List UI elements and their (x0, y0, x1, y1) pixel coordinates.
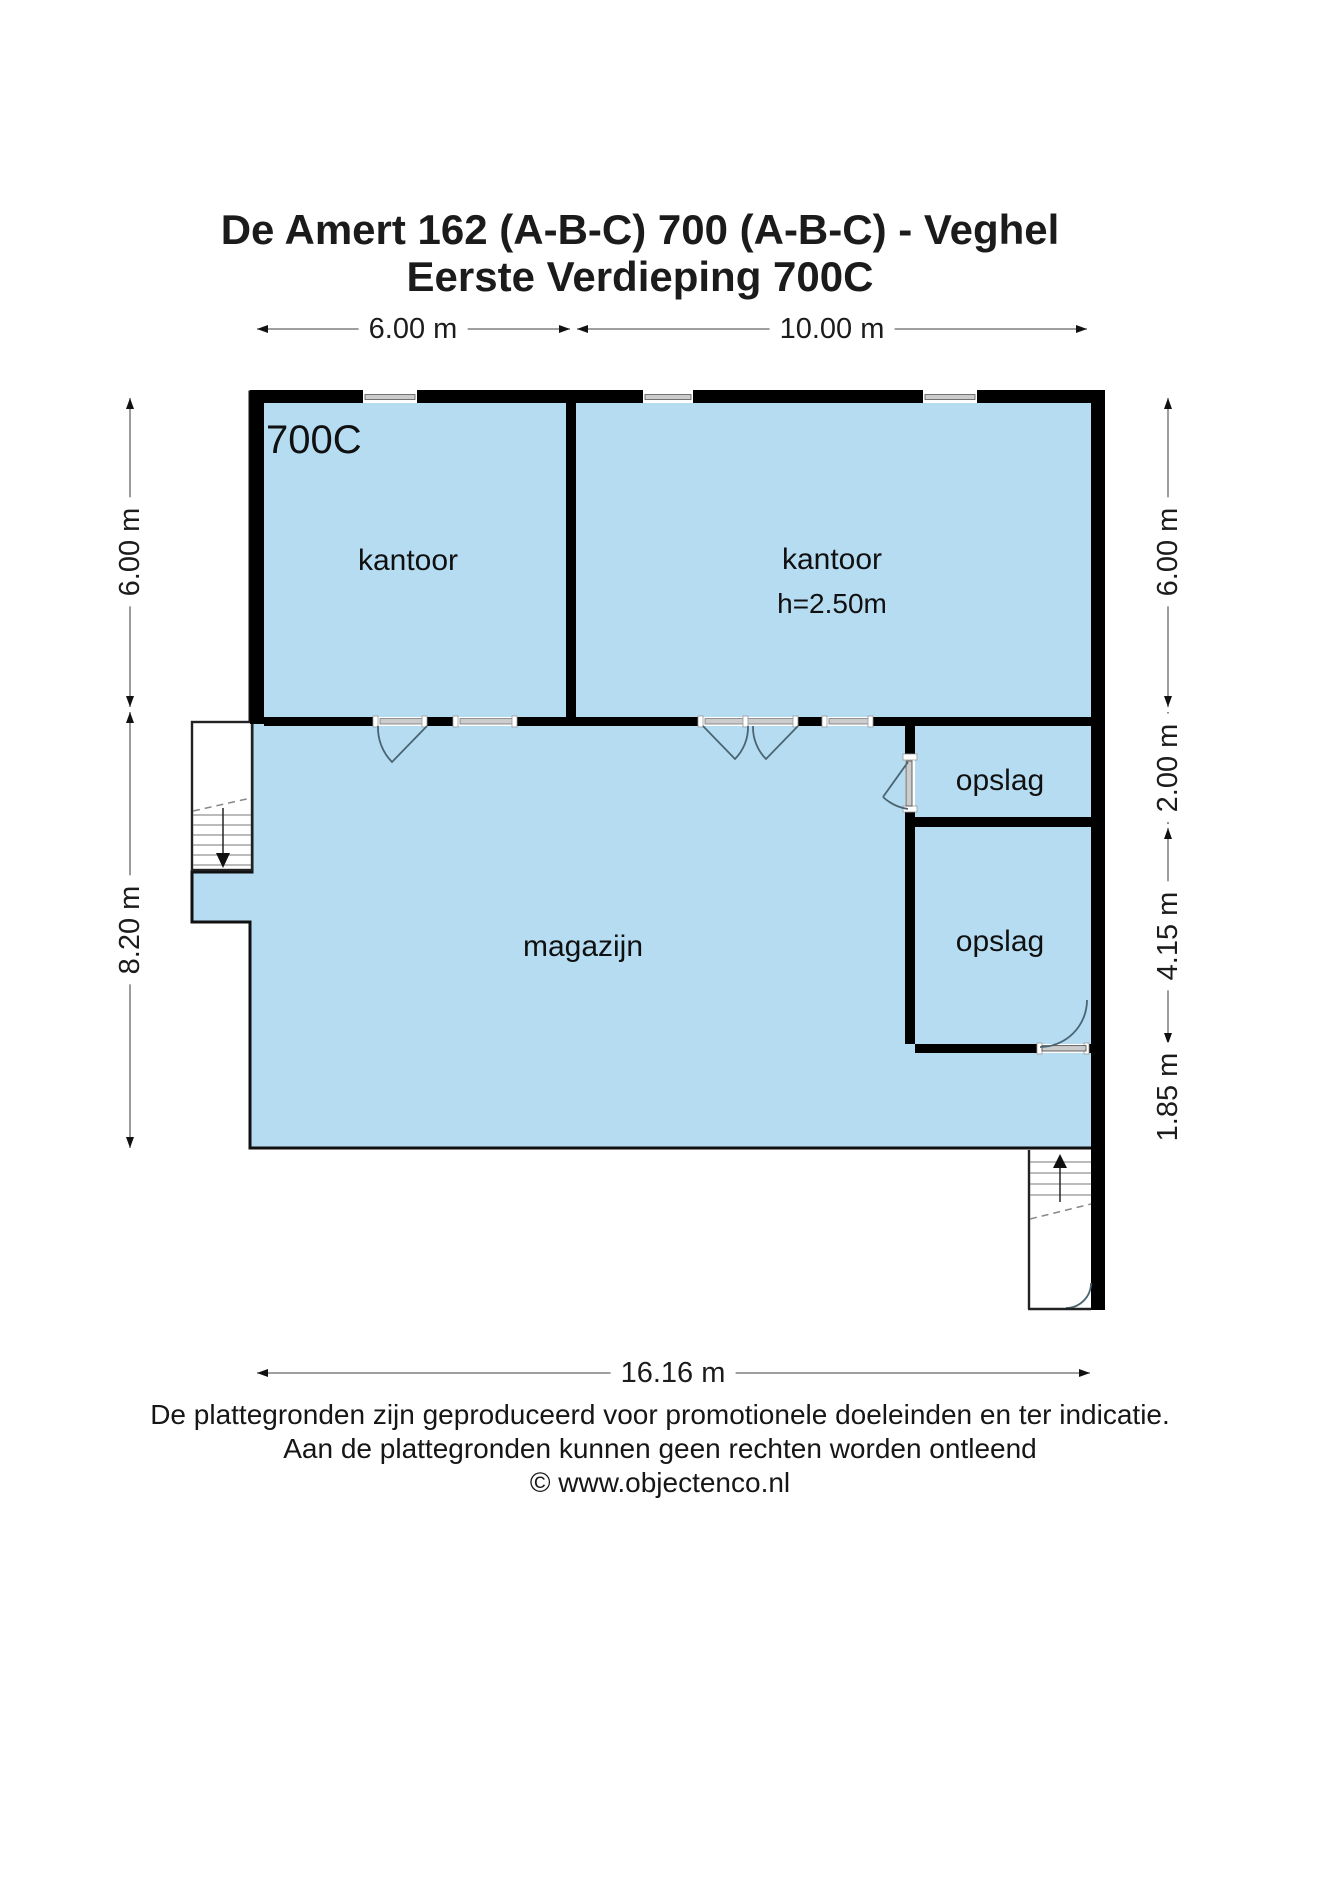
door-single (378, 717, 427, 726)
dimension-label-right-lower: 1.85 m (1152, 1042, 1184, 1152)
wall-left (250, 390, 264, 724)
stairs-down-arrow-icon (216, 853, 230, 868)
window (643, 390, 693, 403)
unit-label: 700C (266, 418, 362, 462)
page-title: De Amert 162 (A-B-C) 700 (A-B-C) - Veghe… (221, 206, 1060, 300)
interior-walls (264, 403, 1091, 1053)
dimension-label-bottom: 16.16 m (610, 1357, 736, 1389)
stairs-up-arrow-icon (1053, 1154, 1067, 1168)
door-swing-arc (752, 725, 799, 761)
facade-windows (363, 390, 977, 403)
wall-opslag-upper-bottom (915, 817, 1091, 827)
stairwell-left-box (190, 720, 254, 872)
stairs-down (192, 797, 252, 868)
door-swing-arc (702, 725, 749, 761)
wall-kantoor-magazijn-seg1 (264, 717, 378, 726)
door-jambs (372, 715, 874, 728)
door-lintel (379, 718, 426, 725)
page-title-line1: De Amert 162 (A-B-C) 700 (A-B-C) - Veghe… (220, 206, 1060, 253)
stair-cut-line (192, 797, 252, 812)
room-label-kantoor-left: kantoor (357, 544, 459, 577)
door-swing-arc (377, 725, 428, 764)
window-interior (827, 717, 873, 726)
window-glass-bar (459, 718, 516, 725)
window-glass-bar (364, 394, 416, 400)
dimension-label-top-left: 6.00 m (358, 313, 468, 345)
window (363, 390, 417, 403)
door-opslag-upper (902, 753, 918, 813)
room-label-opslag-upper: opslag (955, 764, 1045, 797)
dimension-label-right-mid-upper: 2.00 m (1152, 713, 1184, 823)
copyright-line: © www.objectenco.nl (529, 1467, 791, 1498)
wall-kantoor-magazijn-seg5 (873, 717, 1091, 726)
wall-kantoor-divider (566, 403, 576, 717)
wall-opslag-lower-bottom-seg1 (915, 1044, 1040, 1053)
stairs-up (1027, 1150, 1092, 1311)
wall-opslag-left-seg1 (905, 726, 915, 757)
wall-right (1091, 390, 1105, 1310)
disclaimer: De plattegronden zijn geproduceerd voor … (150, 1398, 1170, 1500)
exterior-walls (250, 390, 1105, 1310)
door-opslag-lower (1036, 1042, 1090, 1055)
door-leaf (905, 760, 913, 807)
stair-cut-line (1029, 1203, 1092, 1220)
room-label-magazijn: magazijn (522, 930, 644, 963)
door-lintel (704, 718, 797, 725)
door-swing-arc (882, 761, 909, 810)
wall-kantoor-magazijn-seg4 (798, 717, 827, 726)
window-glass-bar (924, 394, 976, 400)
door-swing-arc (1039, 999, 1088, 1048)
door-double (703, 717, 798, 726)
wall-opslag-left-seg2 (905, 810, 915, 1044)
door-swing-arc (1065, 1282, 1092, 1309)
interior-openings (372, 715, 874, 728)
dimension-label-left-lower: 8.20 m (114, 875, 146, 985)
window-glass-bar (644, 394, 692, 400)
dimension-label-right-mid-lower: 4.15 m (1152, 881, 1184, 991)
door-leaf (1041, 1045, 1087, 1052)
door-swings (377, 725, 1092, 1309)
window (923, 390, 977, 403)
wall-kantoor-magazijn-seg2 (427, 717, 458, 726)
window-glass-bar (828, 718, 872, 725)
wall-kantoor-magazijn-seg3 (517, 717, 703, 726)
dimension-label-right-upper: 6.00 m (1152, 497, 1184, 607)
window-interior (458, 717, 517, 726)
dimension-label-left-upper: 6.00 m (114, 497, 146, 607)
room-ceiling-height-note: h=2.50m (777, 588, 887, 619)
room-label-kantoor-right: kantoor (781, 543, 883, 576)
page-title-line2: Eerste Verdieping 700C (406, 253, 874, 300)
dimension-label-top-right: 10.00 m (769, 313, 895, 345)
disclaimer-line2: Aan de plattegronden kunnen geen rechten… (283, 1433, 1037, 1464)
disclaimer-line1: De plattegronden zijn geproduceerd voor … (150, 1399, 1170, 1430)
room-label-opslag-lower: opslag (955, 925, 1045, 958)
